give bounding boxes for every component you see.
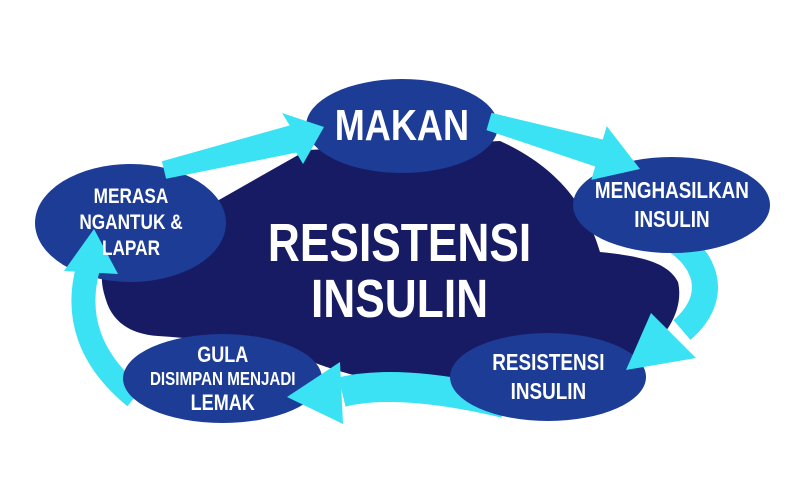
node-ellipse-menghasilkan [573,157,770,253]
arrow-gula-to-merasa-body [71,264,143,407]
arrow-merasa-to-makan [161,113,324,179]
center-blob-shape [101,141,680,394]
node-ellipse-makan [306,79,498,173]
node-ellipse-resistensi [450,333,646,421]
arrow-menghasilkan-to-resistensi-head [626,313,696,370]
arrow-resistensi-to-gula-head [287,362,343,424]
node-ellipse-merasa [35,164,226,282]
node-ellipse-gula [123,334,322,423]
arrow-gula-to-merasa-head [64,229,118,274]
arrow-makan-to-menghasilkan [486,112,640,180]
